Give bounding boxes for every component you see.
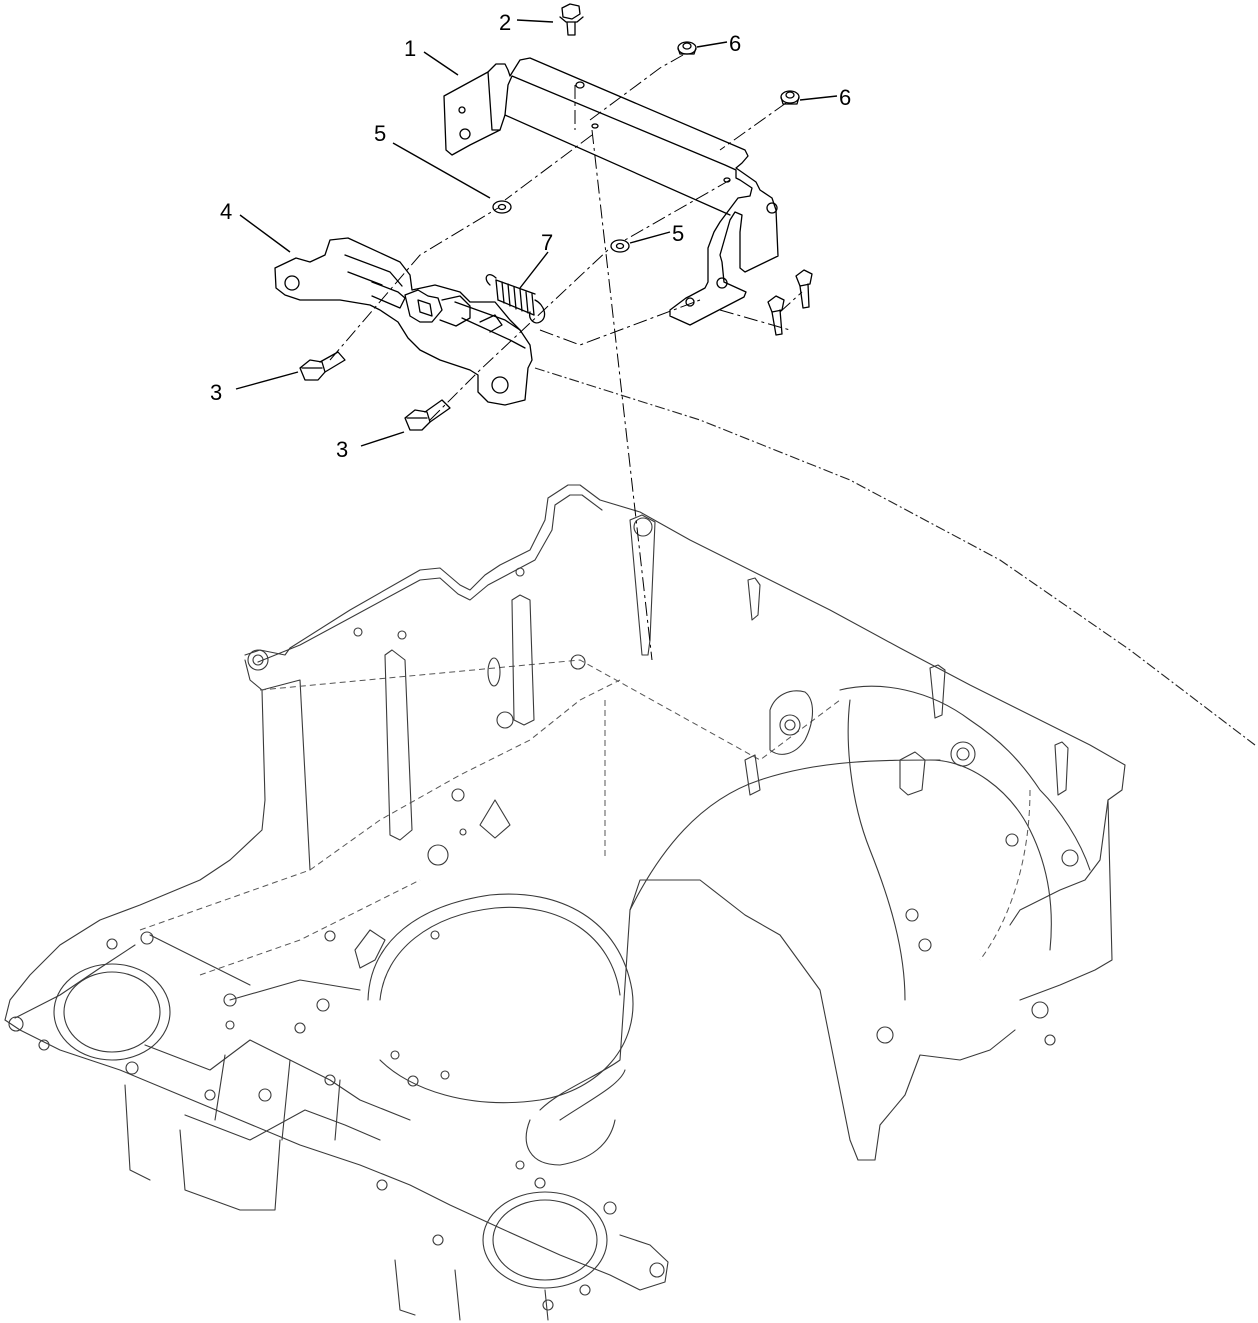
callout-7: 7 bbox=[541, 230, 553, 255]
callout-4: 4 bbox=[220, 199, 232, 224]
callout-2: 2 bbox=[499, 10, 511, 35]
chassis-frame bbox=[4, 484, 1126, 1321]
part-7-spring bbox=[485, 274, 546, 324]
part-5-washer-right bbox=[610, 239, 630, 253]
callout-5a: 5 bbox=[374, 121, 386, 146]
throttle-cable bbox=[534, 367, 1256, 746]
part-6-nut-upper bbox=[677, 41, 697, 55]
leader-lines bbox=[235, 19, 838, 447]
part-3-bolt-lower bbox=[404, 399, 451, 431]
callout-6a: 6 bbox=[729, 31, 741, 56]
callout-1: 1 bbox=[404, 36, 416, 61]
part-6-nut-lower bbox=[780, 90, 800, 105]
part-4-control-bracket bbox=[274, 237, 533, 406]
callout-5b: 5 bbox=[672, 221, 684, 246]
assembly-centerlines bbox=[329, 54, 803, 661]
callout-6b: 6 bbox=[839, 85, 851, 110]
bracket-bolts-right bbox=[767, 269, 813, 336]
part-5-washer-left bbox=[492, 200, 512, 214]
callout-labels: 1 2 3 3 4 5 5 6 6 7 bbox=[210, 10, 851, 462]
part-3-bolt-upper bbox=[299, 351, 346, 381]
callout-3a: 3 bbox=[210, 380, 222, 405]
part-2-flange-bolt bbox=[559, 3, 584, 36]
callout-3b: 3 bbox=[336, 437, 348, 462]
part-1-mounting-bracket bbox=[443, 57, 779, 326]
